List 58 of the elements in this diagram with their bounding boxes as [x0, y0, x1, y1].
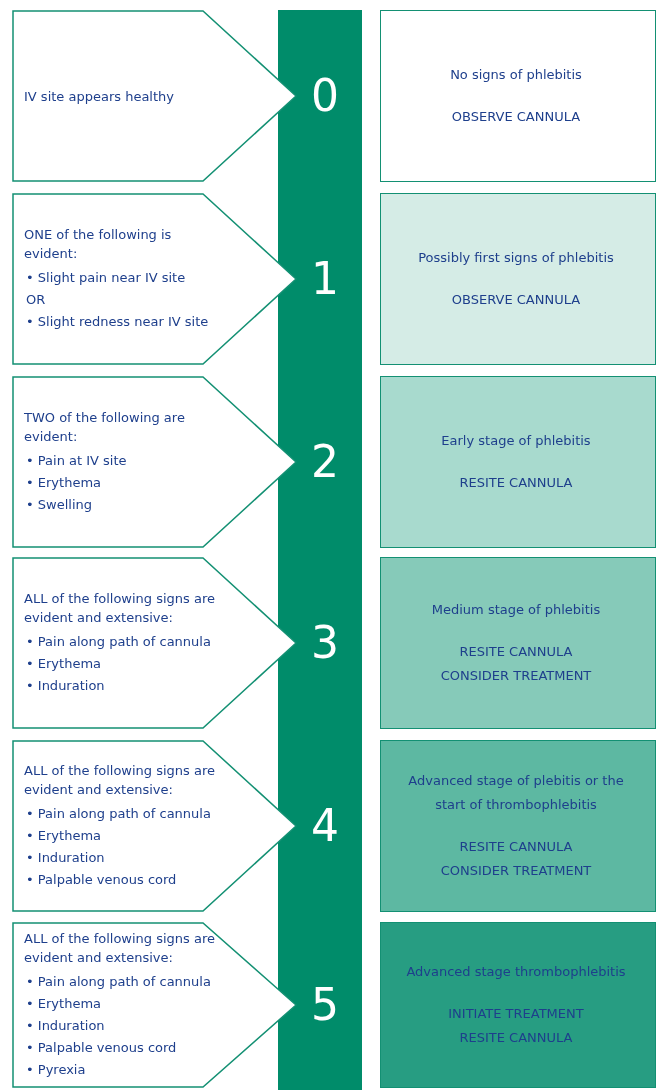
criteria-heading: ONE of the following is evident: [24, 226, 173, 263]
criteria-heading: ALL of the following signs are evident and extensive: [24, 590, 217, 627]
arrow-box [12, 740, 297, 912]
action-text: OBSERVE CANNULA [450, 108, 582, 126]
criteria-item: • Induration [26, 1017, 105, 1035]
scale-bar [278, 10, 362, 1090]
action-text: RESITE CANNULA [458, 643, 574, 661]
criteria-item: • Pain along path of cannula [26, 973, 211, 991]
criteria-item: • Pyrexia [26, 1061, 86, 1079]
criteria-item: • Pain at IV site [26, 452, 127, 470]
stage-description: Advanced stage thrombophlebitis [405, 963, 627, 981]
criteria-item: • Erythema [26, 995, 102, 1013]
arrow-box [12, 10, 297, 182]
score-number: 3 [278, 613, 362, 673]
outcome-box [380, 376, 656, 548]
score-number: 4 [278, 796, 362, 856]
criteria-item: • Slight pain near IV site [26, 269, 186, 287]
arrow-box [12, 193, 297, 365]
action-text: RESITE CANNULA [458, 838, 574, 856]
outcome-box [380, 922, 656, 1088]
arrow-box [12, 557, 297, 729]
score-number: 0 [278, 66, 362, 126]
criteria-item: • Pain along path of cannula [26, 805, 211, 823]
stage-description: Early stage of phlebitis [440, 432, 592, 450]
action-text: OBSERVE CANNULA [450, 291, 582, 309]
criteria-item: OR [26, 291, 46, 309]
criteria-heading: TWO of the following are evident: [24, 409, 186, 446]
criteria-item: • Erythema [26, 827, 102, 845]
score-number: 1 [278, 249, 362, 309]
action-text: RESITE CANNULA [458, 474, 574, 492]
arrow-box [12, 376, 297, 548]
arrow-box [12, 922, 297, 1088]
criteria-heading: ALL of the following signs are evident and extensive: [24, 762, 217, 799]
outcome-box [380, 10, 656, 182]
outcome-box [380, 557, 656, 729]
action-text: CONSIDER TREATMENT [439, 862, 593, 880]
stage-description: No signs of phlebitis [449, 66, 583, 84]
action-text: CONSIDER TREATMENT [439, 667, 593, 685]
criteria-item: • Erythema [26, 474, 102, 492]
criteria-item: • Induration [26, 849, 105, 867]
criteria-item: • Palpable venous cord [26, 871, 177, 889]
criteria-item: • Slight redness near IV site [26, 313, 209, 331]
criteria-item: • Erythema [26, 655, 102, 673]
action-text: RESITE CANNULA [458, 1029, 574, 1047]
score-number: 5 [278, 975, 362, 1035]
outcome-box [380, 193, 656, 365]
criteria-item: • Induration [26, 677, 105, 695]
action-text: INITIATE TREATMENT [447, 1005, 585, 1023]
criteria-item: • Swelling [26, 496, 92, 514]
score-number: 2 [278, 432, 362, 492]
criteria-item: • Pain along path of cannula [26, 633, 211, 651]
stage-description: Advanced stage of plebitis or the start of thrombophlebitis [407, 772, 625, 814]
stage-description: Medium stage of phlebitis [430, 601, 602, 619]
criteria-heading: IV site appears healthy [24, 87, 174, 106]
criteria-heading: ALL of the following signs are evident and extensive: [24, 930, 217, 967]
criteria-item: • Palpable venous cord [26, 1039, 177, 1057]
stage-description: Possibly first signs of phlebitis [417, 249, 615, 267]
outcome-box [380, 740, 656, 912]
